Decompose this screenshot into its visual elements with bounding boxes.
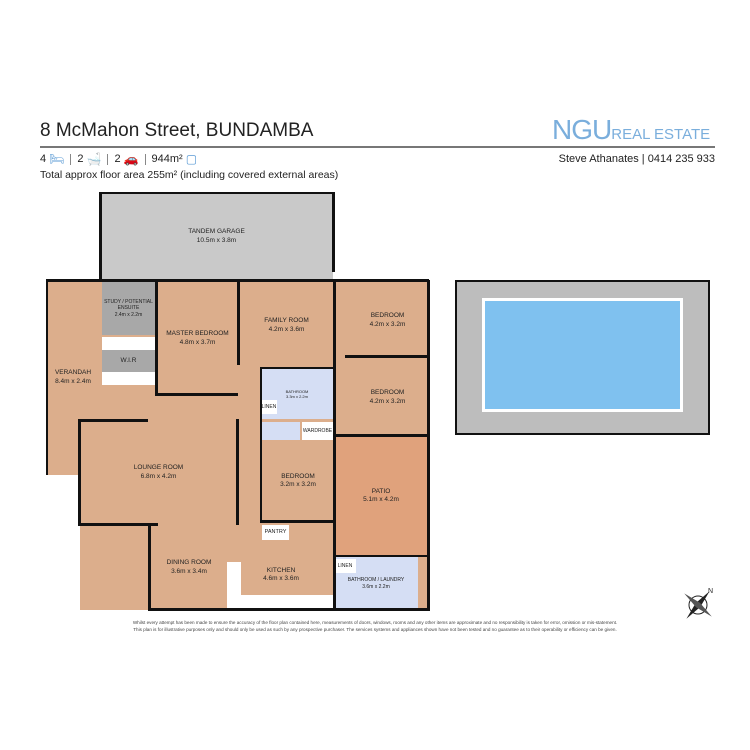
agency-logo: NGUREAL ESTATE	[552, 114, 711, 145]
disclaimer-line: This plan is for illustrative purposes o…	[133, 626, 617, 632]
land-icon: ▢	[185, 152, 198, 166]
wall	[237, 280, 240, 365]
swimming-pool	[482, 298, 683, 412]
wall	[345, 355, 428, 358]
disclaimer: Whilst every attempt has been made to en…	[100, 620, 650, 634]
wall	[78, 419, 148, 422]
bath-icon: 🛁	[86, 152, 102, 166]
kitchen-bench	[227, 562, 241, 610]
wall	[260, 367, 262, 522]
wall	[148, 523, 151, 610]
bed-icon: 🛏	[49, 152, 65, 166]
car-icon: 🚗	[123, 152, 139, 166]
wall	[260, 520, 334, 523]
wall	[78, 419, 81, 524]
kitchen-bench	[241, 595, 333, 610]
room-linen: LINEN	[261, 400, 277, 414]
toilet-room	[262, 422, 300, 440]
wir-shelf	[102, 337, 155, 350]
wall	[99, 192, 102, 282]
wall	[155, 280, 158, 395]
wall	[334, 434, 428, 437]
wall	[78, 523, 158, 526]
wall	[427, 280, 430, 610]
wall	[333, 555, 428, 557]
disclaimer-line: Whilst every attempt has been made to en…	[132, 620, 618, 625]
wall	[155, 393, 238, 396]
wall	[46, 279, 48, 475]
total-floor-area: Total approx floor area 255m² (including…	[40, 169, 339, 181]
wall	[100, 192, 333, 194]
room-linen-2: LINEN	[334, 559, 356, 573]
wall	[148, 608, 430, 611]
wall	[332, 192, 335, 272]
header-divider	[40, 146, 715, 148]
wall	[333, 280, 336, 610]
room-pantry: PANTRY	[262, 525, 289, 540]
property-address: 8 McMahon Street, BUNDAMBA	[40, 120, 314, 141]
wir-shelf	[102, 372, 155, 385]
wall	[236, 419, 239, 525]
beds-count: 4	[40, 153, 47, 165]
agent-contact: Steve Athanates | 0414 235 933	[558, 153, 715, 165]
compass-north-label: N	[708, 588, 713, 595]
room-wir: W.I.R	[102, 350, 155, 372]
compass-icon: N	[684, 588, 713, 619]
property-stats: 4🛏 2🛁 2🚗 944m²▢	[40, 152, 197, 166]
wall	[260, 367, 334, 369]
cars-count: 2	[114, 153, 121, 165]
baths-count: 2	[77, 153, 84, 165]
land-size: 944m²	[151, 153, 183, 165]
room-wardrobe: WARDROBE	[302, 422, 333, 440]
